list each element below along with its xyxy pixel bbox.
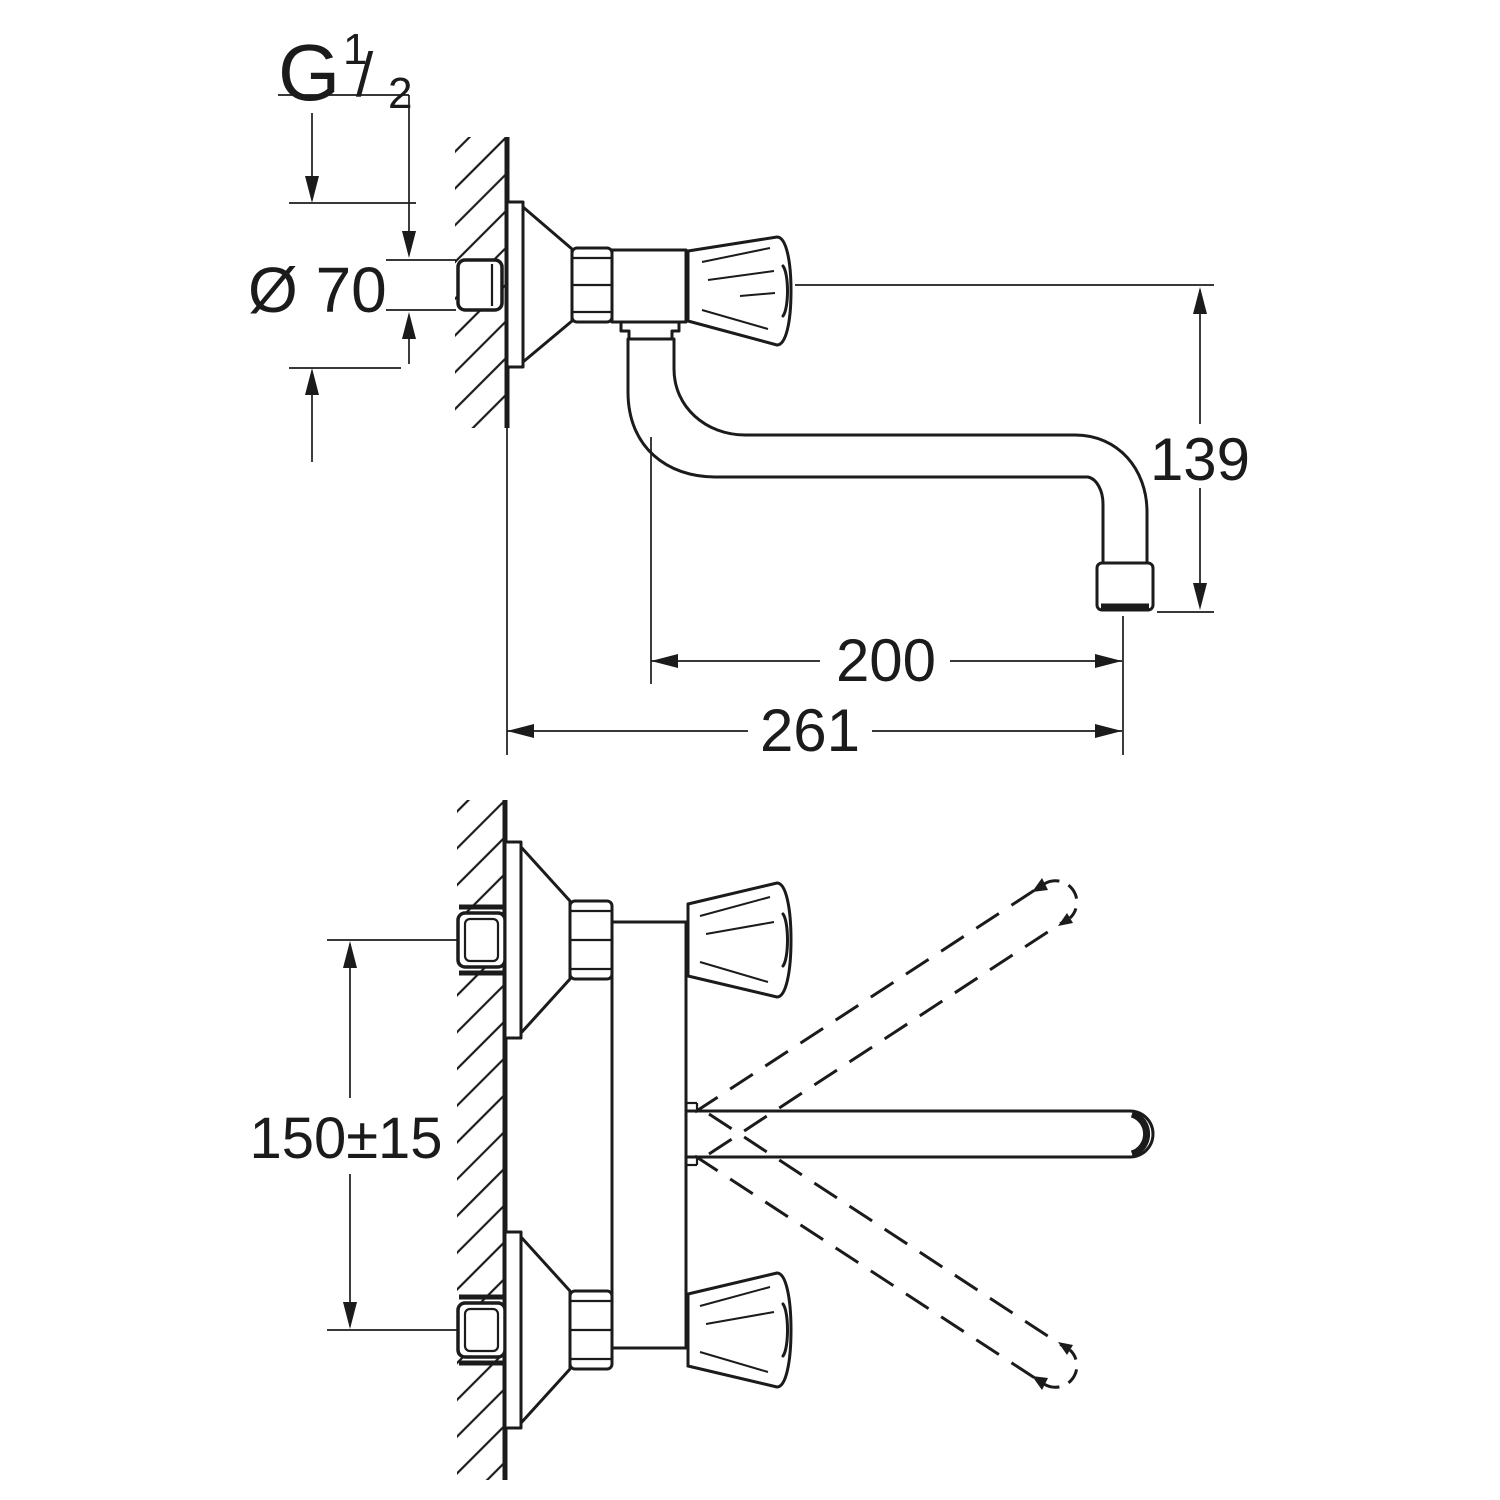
arrowhead (1193, 287, 1207, 314)
escutcheon-flange (503, 1230, 523, 1430)
handle-shading (699, 961, 769, 983)
reach-label: 200 (836, 627, 936, 694)
connection-nipple (456, 258, 504, 312)
dimension-total-projection: 261 (507, 616, 1124, 764)
spout-end-mouth (1130, 1110, 1151, 1158)
swivel-spout-solid (684, 1101, 1155, 1167)
arrowhead (305, 368, 319, 395)
plan-view: 150±15 (249, 800, 1155, 1480)
projection-label: 261 (760, 697, 860, 764)
arrowhead (1193, 583, 1207, 610)
rotation-arrowhead (1058, 913, 1073, 926)
side-view: G 1 / 2 Ø 70 139 (248, 25, 1250, 764)
arrowhead (1095, 724, 1122, 738)
arrowhead (343, 1302, 357, 1329)
dimension-thread-g-half: G 1 / 2 (278, 25, 456, 364)
escutcheon-cone (521, 205, 574, 364)
dashed-tube-edge (694, 882, 1045, 1114)
swivel-spout-dashed-down (694, 1112, 1079, 1390)
dashed-tube-edge (708, 1112, 1070, 1352)
handle-cone (686, 1271, 793, 1389)
dimension-escutcheon-diameter: Ø 70 (248, 113, 416, 462)
rotation-arrowhead (1032, 878, 1048, 892)
escutcheon (505, 200, 574, 369)
thread-label-g: G (278, 28, 340, 117)
lower-handle (686, 1271, 793, 1389)
handle-shading (699, 896, 771, 917)
arrowhead (305, 176, 319, 203)
handle (686, 235, 793, 347)
arrowhead (343, 941, 357, 968)
diameter-label: Ø 70 (248, 254, 387, 326)
upper-handle (686, 881, 793, 999)
arrowhead (402, 231, 416, 258)
handle-shading (699, 1351, 769, 1373)
thread-label-numerator: 1 (343, 25, 367, 74)
nipple-inner (463, 1307, 500, 1353)
thread-label-slash: / (356, 41, 374, 110)
dimension-connection-spacing: 150±15 (249, 939, 457, 1331)
spout-tube (626, 337, 1149, 568)
handle-front-arc (781, 264, 789, 318)
arrowhead (651, 654, 678, 668)
handle-shading (699, 1286, 771, 1307)
handle-shading (705, 1311, 775, 1325)
spout (619, 320, 1155, 612)
handle-front-arc (781, 912, 789, 968)
lower-connection (456, 1230, 614, 1430)
wall (457, 800, 508, 1480)
escutcheon-cone (519, 845, 572, 1035)
dashed-end-cap (1043, 1348, 1079, 1389)
arrowhead (507, 724, 534, 738)
wall (455, 137, 510, 755)
handle-shading (739, 292, 776, 297)
escutcheon-flange (505, 200, 525, 369)
valve-body (610, 248, 688, 324)
height-label: 139 (1150, 426, 1250, 493)
rotation-arrowhead (1058, 1342, 1073, 1355)
handle-shading (701, 247, 771, 263)
handle-shading (707, 270, 775, 281)
hex-nut (570, 246, 614, 324)
dashed-tube-edge (694, 1154, 1045, 1386)
swivel-spout-dashed-up (694, 878, 1079, 1156)
handle-shading (705, 921, 775, 935)
upper-connection (456, 840, 614, 1040)
handle-front-arc (781, 1302, 789, 1358)
rotation-arrowhead (1032, 1376, 1048, 1390)
dashed-end-cap (1043, 879, 1079, 920)
nipple-body (456, 258, 504, 312)
spout-end-cap (1128, 1109, 1155, 1159)
spout-outlet-collar (1095, 561, 1155, 612)
escutcheon-flange (503, 840, 523, 1040)
handle-cone (686, 235, 793, 347)
arrowhead (402, 312, 416, 339)
dimension-spout-reach: 200 (650, 437, 1122, 694)
dimension-outlet-height: 139 (795, 284, 1250, 613)
handle-shading (701, 309, 769, 330)
spout-connector (619, 320, 681, 341)
valve-body (610, 920, 688, 1350)
spacing-label: 150±15 (249, 1106, 442, 1171)
handle-cone (686, 881, 793, 999)
arrowhead (1095, 654, 1122, 668)
wall-hatching (457, 800, 505, 1480)
thread-label-denominator: 2 (388, 69, 412, 118)
escutcheon-cone (519, 1235, 572, 1425)
dashed-tube-edge (708, 916, 1070, 1156)
nipple-inner (463, 917, 500, 963)
